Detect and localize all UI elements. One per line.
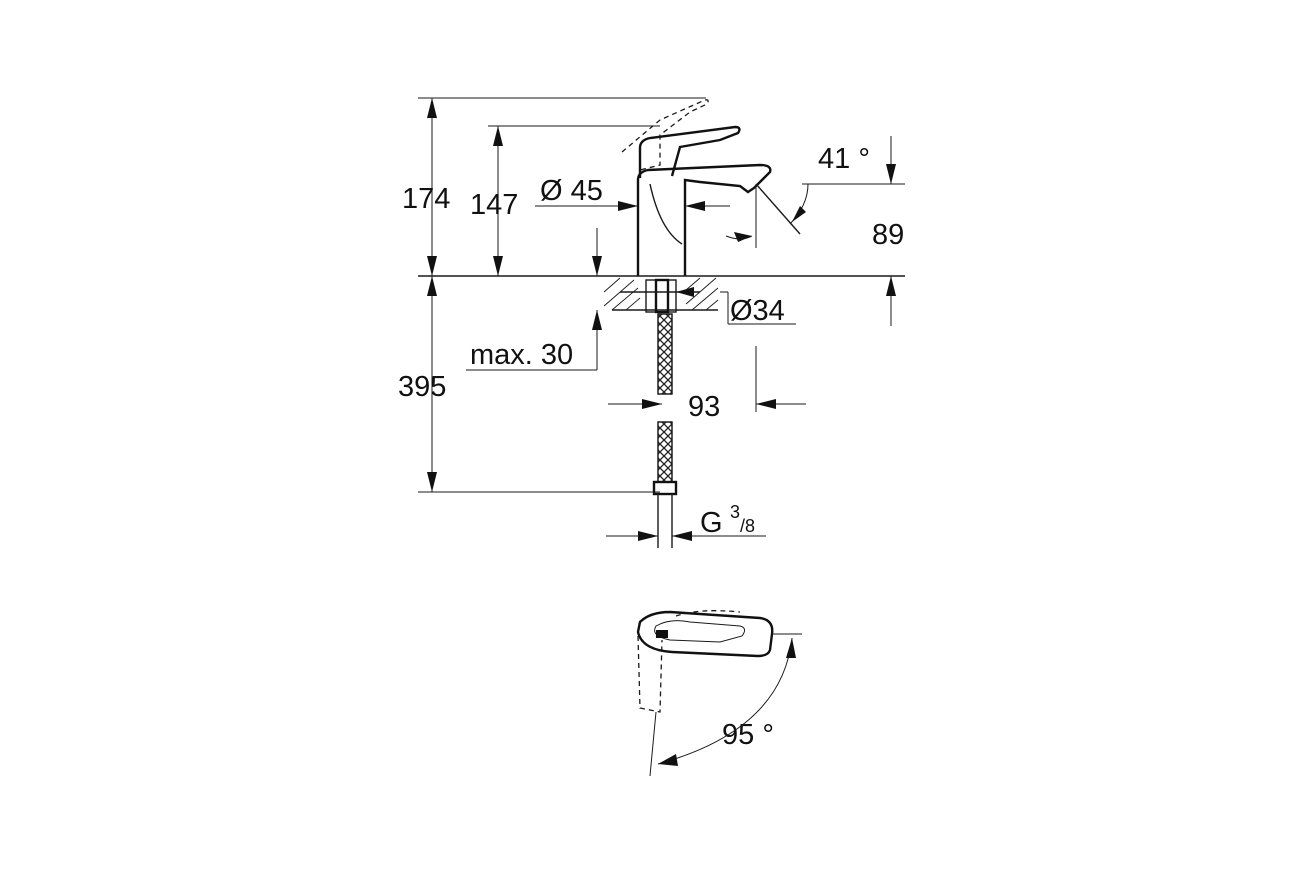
lever-rotated	[637, 635, 663, 713]
dimension-lines	[418, 97, 905, 541]
label-thread-num: 3	[730, 502, 740, 522]
faucet-lever	[638, 125, 741, 178]
label-diameter-34: Ø34	[730, 295, 785, 327]
label-395: 395	[398, 371, 446, 403]
faucet-body	[636, 163, 772, 276]
mounting-nut	[654, 278, 670, 314]
dimension-labels: 174 147 Ø 45 41 ° 89 Ø34 max. 30 395 93 …	[398, 143, 904, 751]
lever-top-outline	[636, 610, 774, 658]
label-93: 93	[688, 391, 720, 423]
counter-hatch	[603, 277, 719, 311]
label-max-30: max. 30	[470, 339, 573, 371]
label-89: 89	[872, 219, 904, 251]
faucet-side-view	[418, 99, 905, 548]
faucet-top-view	[636, 610, 802, 777]
label-angle-95: 95 °	[722, 719, 774, 751]
hose-lower	[657, 421, 673, 483]
hose-upper	[657, 313, 673, 395]
mounting-shank	[645, 279, 677, 313]
label-174: 174	[402, 183, 450, 215]
label-angle-41: 41 °	[818, 143, 870, 175]
label-diameter-45: Ø 45	[540, 175, 603, 207]
label-147: 147	[470, 189, 518, 221]
label-thread-den: /8	[740, 516, 755, 536]
faucet-lever-raised	[621, 99, 709, 171]
label-thread-g: G	[700, 507, 723, 539]
indicator-dot	[656, 630, 668, 638]
spout-underside	[649, 183, 683, 245]
